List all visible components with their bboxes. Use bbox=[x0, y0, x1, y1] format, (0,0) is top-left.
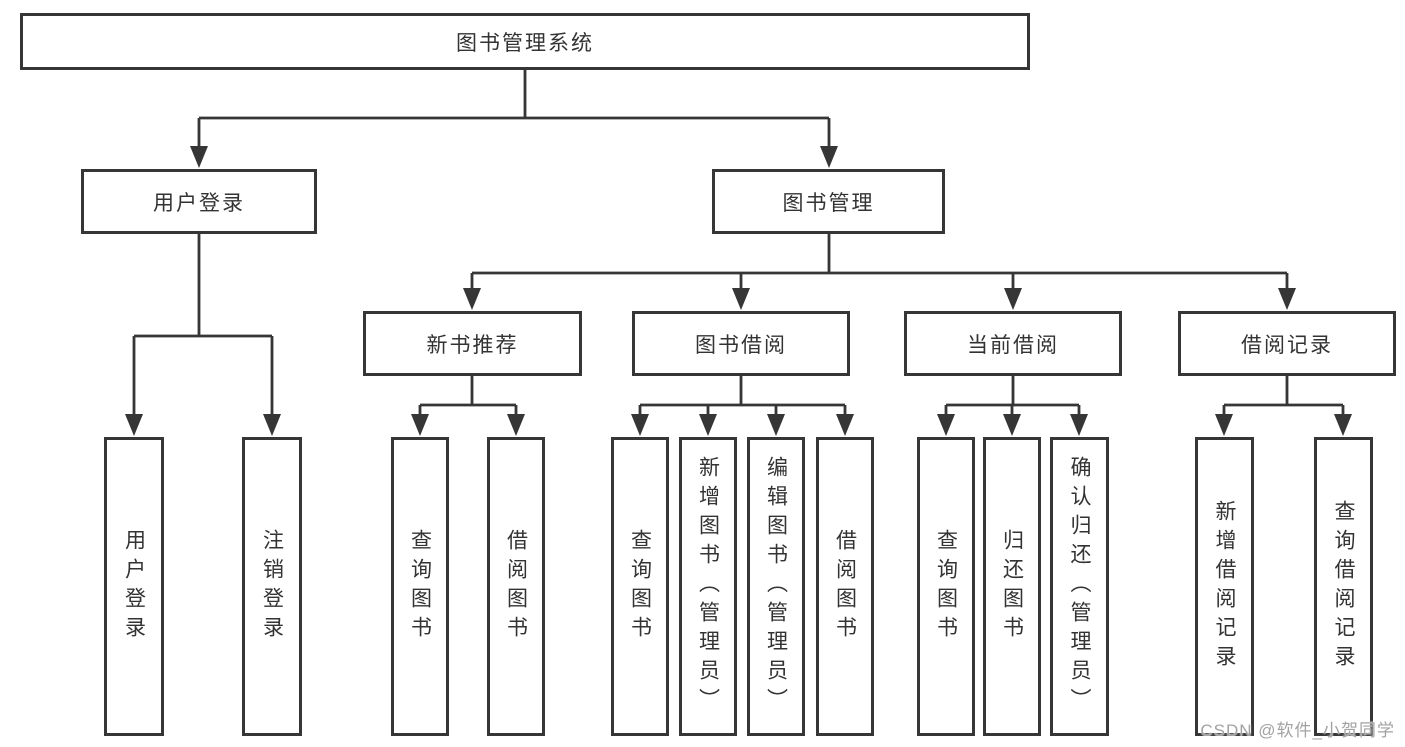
node-label: 查询借阅记录 bbox=[1332, 499, 1355, 674]
leaf-logout: 注销登录 bbox=[242, 437, 302, 736]
node-book-borrow: 图书借阅 bbox=[632, 311, 850, 376]
node-label: 确认归还（管理员） bbox=[1068, 456, 1091, 717]
leaf-return-books: 归还图书 bbox=[983, 437, 1041, 736]
leaf-query-books-borrow: 查询图书 bbox=[611, 437, 669, 736]
node-label: 借阅图书 bbox=[833, 528, 857, 645]
node-label: 编辑图书（管理员） bbox=[764, 456, 788, 717]
leaf-borrow-books-recommend: 借阅图书 bbox=[487, 437, 545, 736]
node-label: 新增借阅记录 bbox=[1213, 499, 1236, 674]
node-label: 图书管理 bbox=[782, 191, 875, 215]
csdn-watermark: CSDN @软件_小贺同学 bbox=[1200, 721, 1395, 740]
leaf-query-books-current: 查询图书 bbox=[917, 437, 975, 736]
node-label: 借阅记录 bbox=[1241, 333, 1333, 357]
leaf-query-borrow-record: 查询借阅记录 bbox=[1314, 437, 1373, 736]
node-label: 归还图书 bbox=[1000, 528, 1024, 645]
node-book-management-branch: 图书管理 bbox=[712, 169, 945, 234]
node-label: 新书推荐 bbox=[426, 333, 519, 357]
leaf-confirm-return-admin: 确认归还（管理员） bbox=[1050, 437, 1109, 736]
node-user-login-branch: 用户登录 bbox=[81, 169, 317, 234]
node-root-system: 图书管理系统 bbox=[20, 13, 1030, 70]
node-borrow-records: 借阅记录 bbox=[1178, 311, 1396, 376]
node-label: 查询图书 bbox=[628, 528, 652, 645]
node-new-book-recommend: 新书推荐 bbox=[363, 311, 582, 376]
node-current-borrow: 当前借阅 bbox=[904, 311, 1122, 376]
leaf-borrow-books: 借阅图书 bbox=[816, 437, 874, 736]
leaf-add-borrow-record: 新增借阅记录 bbox=[1195, 437, 1254, 736]
leaf-add-books-admin: 新增图书（管理员） bbox=[679, 437, 737, 736]
node-label: 当前借阅 bbox=[967, 333, 1059, 357]
node-label: 注销登录 bbox=[260, 528, 284, 645]
node-label: 图书借阅 bbox=[695, 333, 787, 357]
node-label: 查询图书 bbox=[408, 528, 432, 645]
node-label: 用户登录 bbox=[153, 191, 245, 215]
leaf-user-login: 用户登录 bbox=[104, 437, 164, 736]
node-label: 用户登录 bbox=[122, 528, 146, 645]
node-label: 借阅图书 bbox=[504, 528, 528, 645]
node-label: 查询图书 bbox=[934, 528, 958, 645]
leaf-edit-books-admin: 编辑图书（管理员） bbox=[747, 437, 805, 736]
leaf-query-books-recommend: 查询图书 bbox=[391, 437, 449, 736]
node-label: 新增图书（管理员） bbox=[696, 456, 720, 717]
node-label: 图书管理系统 bbox=[456, 31, 594, 55]
